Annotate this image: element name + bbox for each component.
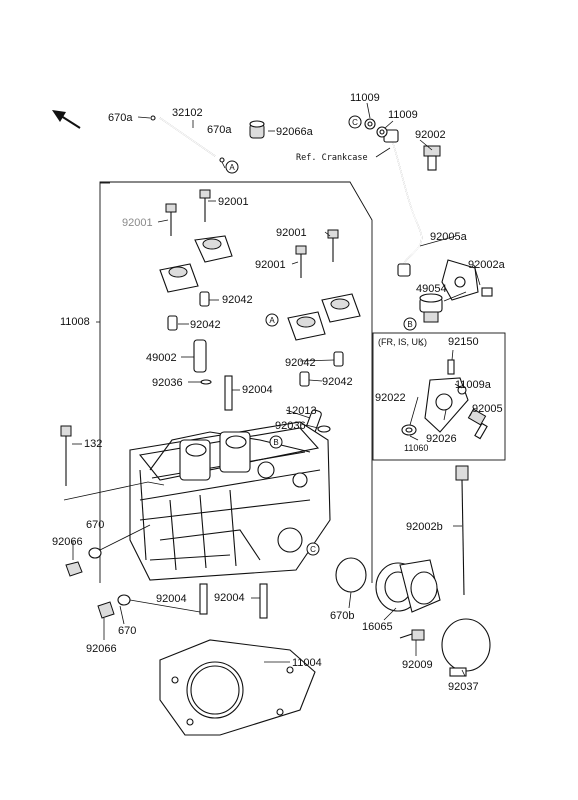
- bolt-92009: [399, 629, 425, 641]
- oil-pipe-92005a: [383, 129, 423, 277]
- leader-lines: [63, 102, 481, 677]
- label-92002a: 92002a: [468, 259, 506, 271]
- label-92036-a: 92036: [152, 377, 183, 389]
- label-92004-a: 92004: [242, 384, 273, 396]
- bolts-92001: [165, 189, 339, 278]
- callout-C2: C: [306, 542, 320, 556]
- sensor-49054: [419, 293, 443, 323]
- label-92037: 92037: [448, 681, 479, 693]
- callout-A2: A: [265, 313, 279, 327]
- label-92001-left: 92001: [255, 259, 286, 271]
- label-49054: 49054: [416, 283, 447, 295]
- label-92066a: 92066a: [276, 126, 314, 138]
- clamp-92037: [441, 618, 491, 677]
- label-92001-gray: 92001: [122, 217, 153, 229]
- label-92002: 92002: [415, 129, 446, 141]
- oring-92036: [200, 379, 331, 433]
- label-fr-is-uk: (FR, IS, UK): [378, 337, 427, 347]
- pipe-49002: [193, 339, 207, 373]
- callout-A1: A: [225, 160, 239, 174]
- label-49002: 49002: [146, 352, 177, 364]
- label-92001-top: 92001: [218, 196, 249, 208]
- label-92036-b: 92036: [275, 420, 306, 432]
- bolt-132: [60, 425, 72, 486]
- callout-B2: B: [269, 435, 283, 449]
- label-670-b: 670: [118, 625, 136, 637]
- label-670a-top: 670a: [108, 112, 133, 124]
- label-92002b: 92002b: [406, 521, 443, 533]
- label-32102: 32102: [172, 107, 203, 119]
- cylinder-head-frame: [99, 181, 373, 583]
- bracket-92002a: [441, 259, 493, 301]
- label-92066-b: 92066: [86, 643, 117, 655]
- label-92004-b: 92004: [156, 593, 187, 605]
- label-11004: 11004: [292, 657, 322, 669]
- variant-box-fr-is-uk: [372, 332, 506, 461]
- label-92042-b: 92042: [190, 319, 221, 331]
- front-direction-arrow-icon: [52, 110, 81, 129]
- svg-text:C: C: [310, 545, 316, 554]
- plug-92066a: [249, 120, 265, 139]
- gasket-11004: [159, 639, 316, 736]
- oring-670-plug-92066-left: [65, 547, 131, 619]
- label-92066-a: 92066: [52, 536, 83, 548]
- svg-text:B: B: [407, 320, 412, 329]
- label-670b: 670b: [330, 610, 354, 622]
- label-670-a: 670: [86, 519, 104, 531]
- label-11060: 11060: [404, 443, 428, 453]
- label-ref-crankcase: Ref. Crankcase: [296, 153, 368, 163]
- oil-pipe-32102: [150, 115, 225, 163]
- label-92009: 92009: [402, 659, 433, 671]
- bolt-92002b: [455, 465, 469, 596]
- oring-670b: [335, 557, 367, 593]
- label-92004-c: 92004: [214, 592, 245, 604]
- label-92042-a: 92042: [222, 294, 253, 306]
- label-11009-b: 11009: [388, 109, 418, 121]
- label-132: 132: [84, 438, 102, 450]
- svg-text:A: A: [269, 316, 275, 325]
- label-16065: 16065: [362, 621, 393, 633]
- label-92005: 92005: [472, 403, 503, 415]
- cylinder-head-body: [129, 421, 331, 581]
- label-11009a: 11009a: [455, 379, 492, 391]
- camshaft-caps: [159, 235, 361, 341]
- label-12013: 12013: [286, 405, 317, 417]
- label-11008: 11008: [60, 316, 90, 328]
- label-92026: 92026: [426, 433, 457, 445]
- intake-holder-16065: [375, 559, 441, 613]
- label-92022: 92022: [375, 392, 406, 404]
- stud-92004-top: [224, 375, 233, 411]
- svg-text:A: A: [229, 163, 235, 172]
- part-labels: 670a 32102 670a 92066a 11009 11009 92002…: [52, 92, 506, 693]
- label-92005a: 92005a: [430, 231, 468, 243]
- label-92001-mid: 92001: [276, 227, 307, 239]
- studs-92004: [199, 583, 268, 619]
- callout-C1: C: [348, 115, 362, 129]
- label-92042-c: 92042: [285, 357, 316, 369]
- label-92150: 92150: [448, 336, 479, 348]
- svg-text:C: C: [352, 118, 358, 127]
- dowels-92042: [167, 291, 344, 387]
- label-92042-d: 92042: [322, 376, 353, 388]
- banjo-bolt-92002: [423, 145, 441, 171]
- svg-text:B: B: [273, 438, 278, 447]
- label-670a-mid: 670a: [207, 124, 232, 136]
- label-11009-a: 11009: [350, 92, 380, 104]
- callout-B1: B: [403, 317, 417, 331]
